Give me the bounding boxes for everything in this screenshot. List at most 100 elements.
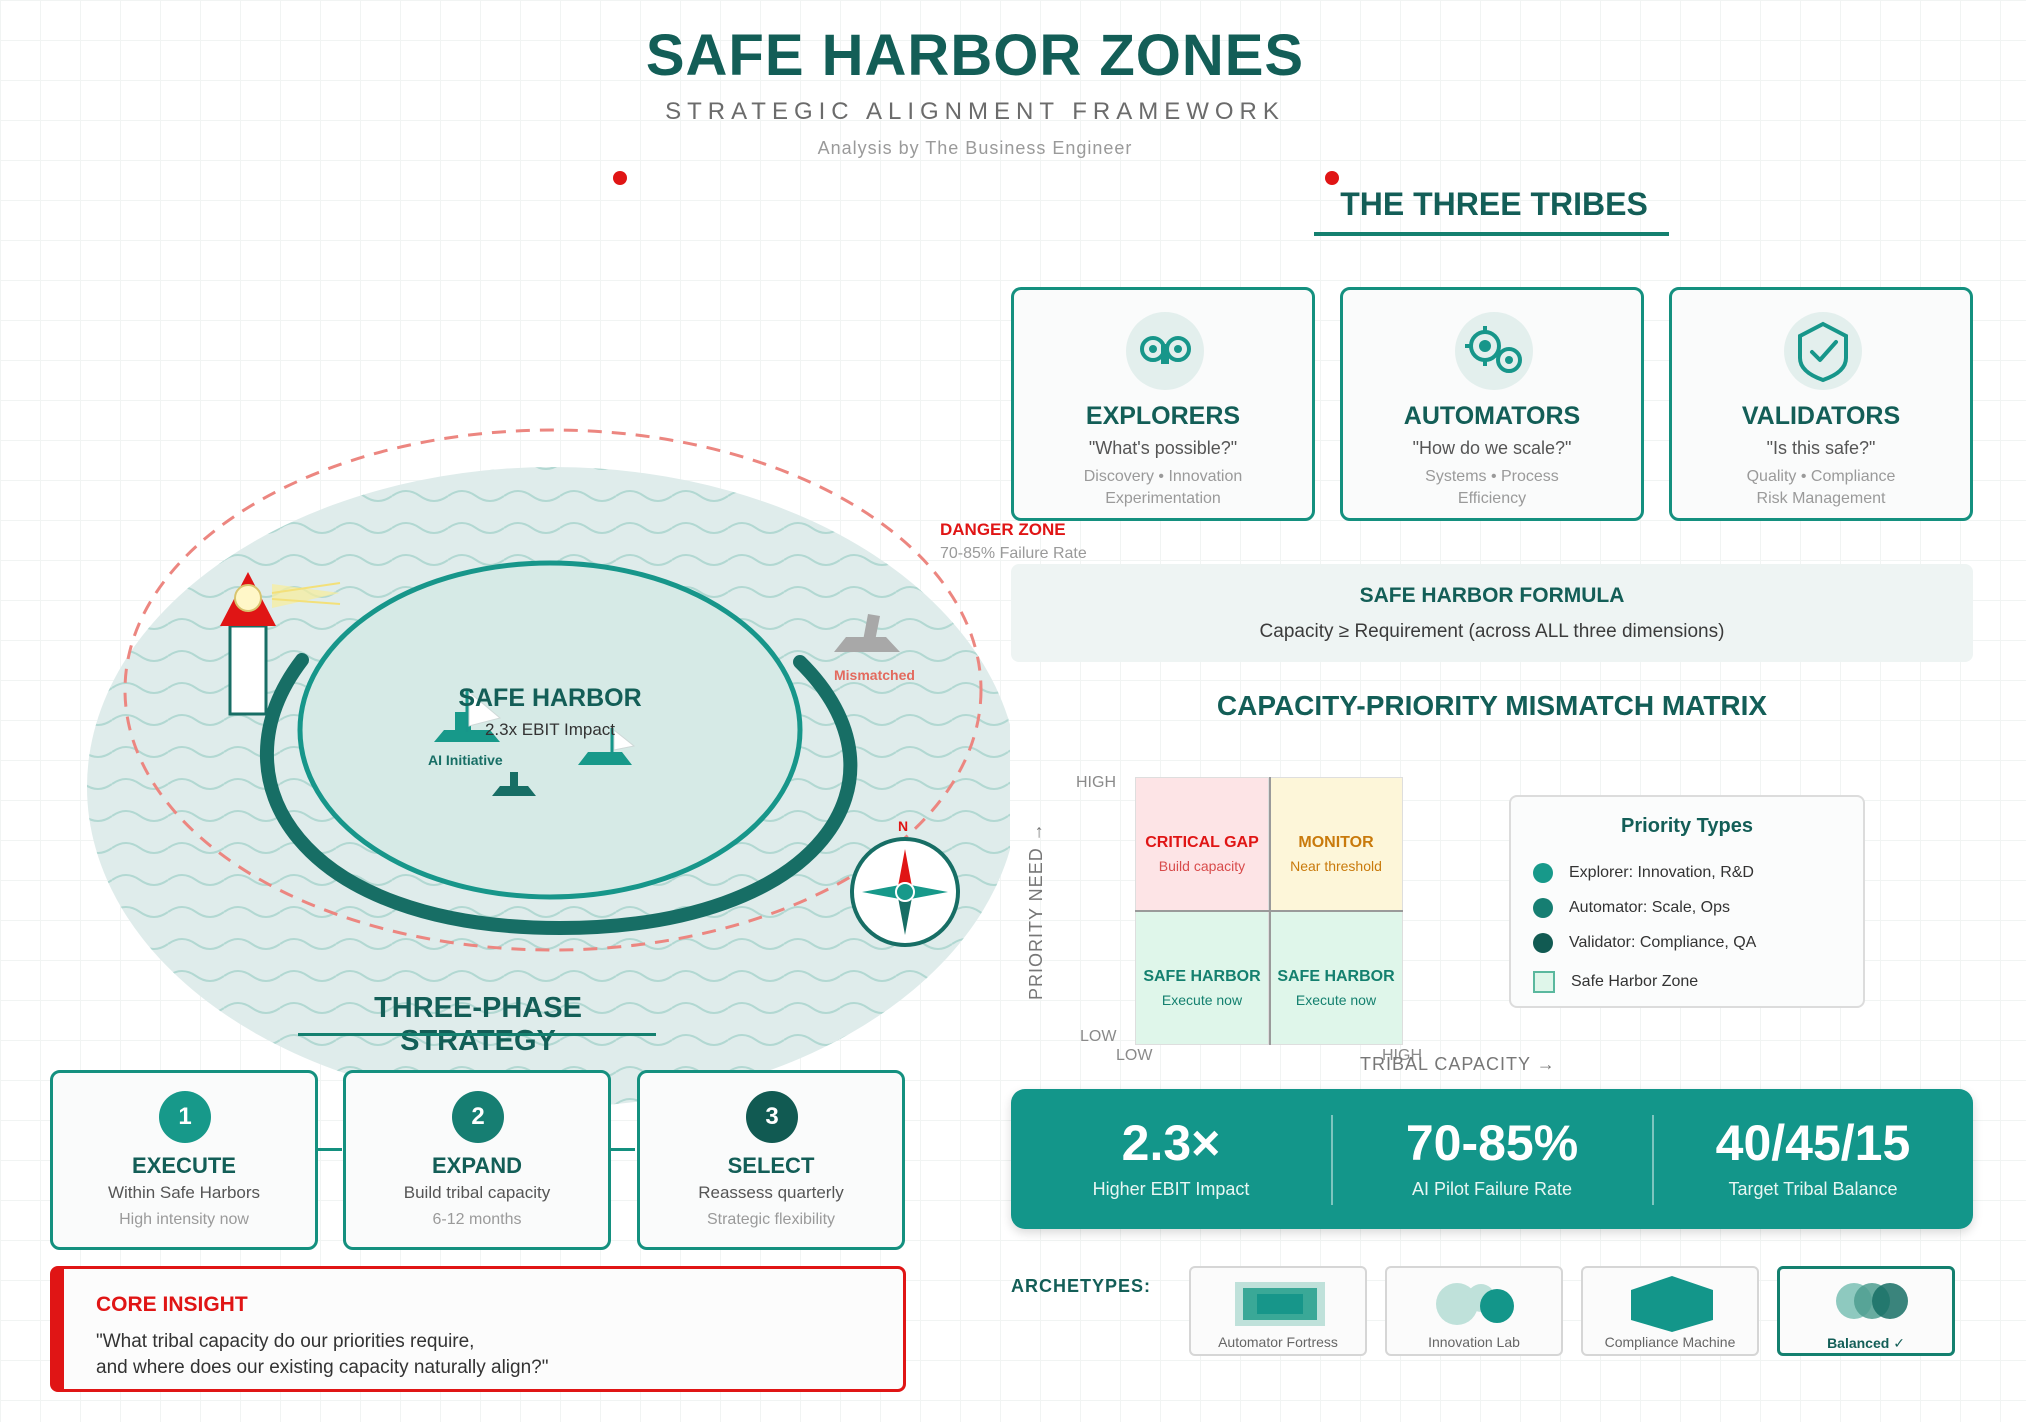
tribe-name: AUTOMATORS bbox=[1403, 402, 1581, 430]
tribe-card-automators[interactable]: AUTOMATORS "How do we scale?" Systems • … bbox=[1340, 287, 1644, 521]
phase-connector bbox=[318, 1148, 342, 1151]
tribe-description: Discovery • Innovation bbox=[1083, 468, 1243, 485]
legend-swatch bbox=[1533, 971, 1555, 993]
ai-initiative-label: AI Initiative bbox=[428, 752, 503, 768]
byline: Analysis by The Business Engineer bbox=[817, 138, 1133, 158]
safe-harbor-label: SAFE HARBOR bbox=[458, 684, 642, 712]
phase-timing: Strategic flexibility bbox=[706, 1211, 836, 1228]
formula-text: Capacity ≥ Requirement (across ALL three… bbox=[1259, 621, 1725, 642]
phase-number-badge: 1 bbox=[159, 1091, 211, 1143]
phase-name: EXPAND bbox=[431, 1153, 523, 1178]
archetype-label: Balanced ✓ bbox=[1827, 1335, 1905, 1351]
compass-north-label: N bbox=[898, 818, 909, 834]
quadrant-title: SAFE HARBOR bbox=[1143, 968, 1261, 985]
legend-item: Explorer: Innovation, R&D bbox=[1533, 863, 1754, 883]
x-tick-high: HIGH bbox=[1382, 1047, 1422, 1064]
archetypes-label: ARCHETYPES: bbox=[1011, 1276, 1152, 1296]
phase-timing: High intensity now bbox=[119, 1211, 249, 1228]
insight-title: CORE INSIGHT bbox=[96, 1293, 248, 1316]
fortress-icon bbox=[1235, 1282, 1325, 1326]
phase-card-expand[interactable]: 2 EXPAND Build tribal capacity 6-12 mont… bbox=[343, 1070, 611, 1250]
red-dot-marker bbox=[1325, 171, 1339, 185]
danger-zone-boundary bbox=[123, 428, 983, 952]
core-insight-box: CORE INSIGHT "What tribal capacity do ou… bbox=[50, 1266, 906, 1392]
stats-banner: 2.3× Higher EBIT Impact 70-85% AI Pilot … bbox=[1011, 1089, 1973, 1229]
legend-title: Priority Types bbox=[1621, 815, 1753, 837]
red-dot-marker bbox=[613, 171, 627, 185]
insight-text: "What tribal capacity do our priorities … bbox=[96, 1331, 475, 1352]
safe-harbor-impact: 2.3x EBIT Impact bbox=[484, 720, 616, 739]
phase-name: SELECT bbox=[727, 1153, 815, 1178]
phase-name: EXECUTE bbox=[132, 1153, 236, 1178]
archetype-label: Innovation Lab bbox=[1428, 1334, 1520, 1350]
breakwater bbox=[260, 653, 858, 936]
legend-item: Automator: Scale, Ops bbox=[1533, 898, 1730, 918]
phase-card-select[interactable]: 3 SELECT Reassess quarterly Strategic fl… bbox=[637, 1070, 905, 1250]
lighthouse-icon bbox=[220, 572, 341, 716]
archetype-label: Compliance Machine bbox=[1604, 1334, 1736, 1350]
tribe-card-explorers[interactable]: EXPLORERS "What's possible?" Discovery •… bbox=[1011, 287, 1315, 521]
stat-divider bbox=[1331, 1115, 1333, 1205]
quadrant-subtitle: Near threshold bbox=[1290, 858, 1382, 874]
tribes-title: THE THREE TRIBES bbox=[1340, 186, 1648, 222]
quadrant-critical-gap: CRITICAL GAP Build capacity bbox=[1135, 777, 1269, 911]
phase-connector bbox=[611, 1148, 635, 1151]
compass-icon bbox=[850, 837, 960, 947]
tribe-description: Efficiency bbox=[1457, 490, 1527, 507]
three-circles-icon bbox=[1836, 1283, 1908, 1319]
tribe-name: EXPLORERS bbox=[1085, 402, 1241, 430]
title-underline bbox=[298, 1033, 656, 1036]
legend-dot bbox=[1533, 933, 1553, 953]
tribe-question: "Is this safe?" bbox=[1766, 438, 1876, 458]
legend-item: Safe Harbor Zone bbox=[1533, 971, 1698, 993]
y-tick-low: LOW bbox=[1080, 1028, 1117, 1045]
page-subtitle: STRATEGIC ALIGNMENT FRAMEWORK bbox=[665, 98, 1285, 125]
matrix-title: CAPACITY-PRIORITY MISMATCH MATRIX bbox=[1216, 690, 1768, 721]
quadrant-title: CRITICAL GAP bbox=[1145, 834, 1259, 851]
archetype-balanced[interactable]: Balanced ✓ bbox=[1777, 1266, 1955, 1356]
hexagon-icon bbox=[1631, 1276, 1713, 1332]
y-tick-high: HIGH bbox=[1076, 774, 1116, 791]
quadrant-title: MONITOR bbox=[1298, 834, 1374, 851]
tribe-description: Experimentation bbox=[1105, 490, 1221, 507]
boat-icon bbox=[578, 728, 636, 765]
tribe-question: "What's possible?" bbox=[1088, 438, 1238, 458]
stat-divider bbox=[1652, 1115, 1654, 1205]
stat-label: Higher EBIT Impact bbox=[1092, 1179, 1250, 1199]
priority-legend: Priority Types Explorer: Innovation, R&D… bbox=[1509, 795, 1865, 1008]
formula-title: SAFE HARBOR FORMULA bbox=[1359, 584, 1625, 607]
danger-zone-label: DANGER ZONE bbox=[940, 520, 1066, 539]
phase-timing: 6-12 months bbox=[432, 1211, 522, 1228]
legend-dot bbox=[1533, 863, 1553, 883]
phase-description: Reassess quarterly bbox=[698, 1183, 844, 1202]
page-title: SAFE HARBOR ZONES bbox=[645, 23, 1305, 88]
matrix-divider bbox=[1135, 910, 1403, 912]
tribe-description: Quality • Compliance bbox=[1746, 468, 1896, 485]
boat-icon bbox=[492, 772, 536, 796]
stat-label: Target Tribal Balance bbox=[1728, 1179, 1898, 1199]
stat-label: AI Pilot Failure Rate bbox=[1411, 1179, 1573, 1199]
quadrant-title: SAFE HARBOR bbox=[1277, 968, 1395, 985]
overlapping-circles-icon bbox=[1436, 1283, 1514, 1325]
archetype-innovation-lab[interactable]: Innovation Lab bbox=[1385, 1266, 1563, 1356]
archetype-label: Automator Fortress bbox=[1218, 1334, 1338, 1350]
quadrant-subtitle: Build capacity bbox=[1158, 858, 1246, 874]
tribe-card-validators[interactable]: VALIDATORS "Is this safe?" Quality • Com… bbox=[1669, 287, 1973, 521]
phase-description: Within Safe Harbors bbox=[107, 1183, 261, 1202]
quadrant-monitor: MONITOR Near threshold bbox=[1269, 777, 1403, 911]
boat-icon bbox=[434, 690, 502, 742]
mismatched-label: Mismatched bbox=[834, 667, 915, 683]
legend-item: Validator: Compliance, QA bbox=[1533, 933, 1756, 953]
tribe-description: Systems • Process bbox=[1425, 468, 1559, 485]
quadrant-safe-harbor: SAFE HARBOR Execute now bbox=[1269, 911, 1403, 1045]
archetype-compliance-machine[interactable]: Compliance Machine bbox=[1581, 1266, 1759, 1356]
archetype-automator-fortress[interactable]: Automator Fortress bbox=[1189, 1266, 1367, 1356]
title-underline bbox=[1314, 232, 1669, 236]
safe-harbor-zone bbox=[297, 560, 803, 900]
phase-card-execute[interactable]: 1 EXECUTE Within Safe Harbors High inten… bbox=[50, 1070, 318, 1250]
harbor-map bbox=[87, 428, 1010, 1107]
x-axis-label: TRIBAL CAPACITY → bbox=[1360, 1054, 1556, 1074]
phase-title: THREE-PHASE STRATEGY bbox=[374, 992, 582, 1057]
quadrant-subtitle: Execute now bbox=[1295, 992, 1377, 1008]
insight-text: and where does our existing capacity nat… bbox=[96, 1357, 549, 1378]
